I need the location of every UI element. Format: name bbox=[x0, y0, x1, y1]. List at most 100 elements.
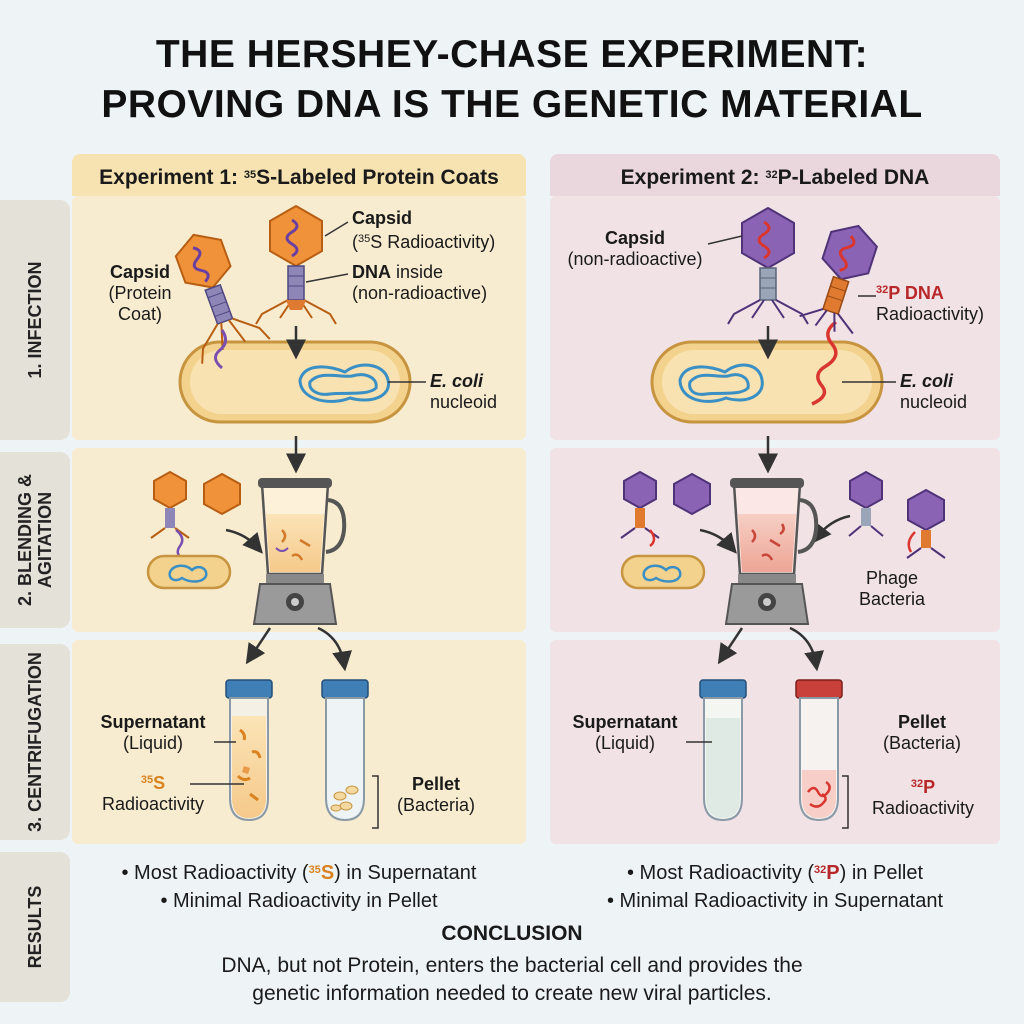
experiment-2-header: Experiment 2: 32P-Labeled DNA bbox=[550, 154, 1000, 196]
exp1-tube-supernatant bbox=[225, 679, 273, 822]
exp1-capsid-label: Capsid (35S Radioactivity) bbox=[352, 208, 495, 253]
exp2-dna-sub: Radioactivity) bbox=[876, 304, 985, 324]
exp1-radioactivity-text: Radioactivity bbox=[101, 794, 205, 814]
conclusion-line-2: genetic information needed to create new… bbox=[252, 982, 772, 1005]
exp2-ecoli-sub: nucleoid bbox=[900, 392, 968, 412]
exp1-pellet-label: Pellet (Bacteria) bbox=[388, 774, 484, 816]
exp1-capsid-sub-rest: S Radioactivity) bbox=[370, 232, 496, 252]
exp2-blending-label: Phage Bacteria bbox=[852, 568, 932, 610]
step-results-tab: RESULTS bbox=[0, 852, 70, 1002]
exp2-radioactivity-label: 32P Radioactivity bbox=[862, 774, 984, 819]
conclusion-line-1: DNA, but not Protein, enters the bacteri… bbox=[221, 954, 803, 977]
conclusion-body: DNA, but not Protein, enters the bacteri… bbox=[0, 952, 1024, 1008]
step-infection-tab: 1. INFECTION bbox=[0, 200, 70, 440]
exp2-capsid-leader bbox=[707, 235, 743, 245]
exp1-dna-leader bbox=[305, 273, 349, 283]
exp2-header-isotope: 32 bbox=[765, 169, 778, 181]
exp2-capsid-label: Capsid (non-radioactive) bbox=[560, 228, 710, 270]
exp2-small-bacterium bbox=[620, 554, 706, 590]
exp1-capsid-sub-iso: 35 bbox=[358, 233, 371, 245]
exp2-phage-top bbox=[727, 206, 809, 325]
exp1-capsid-title: Capsid bbox=[352, 208, 413, 228]
exp2-results-iso: 32 bbox=[814, 864, 827, 876]
exp2-split-arrow-left bbox=[717, 627, 744, 665]
exp1-capsid-left-sub2: Coat) bbox=[117, 304, 162, 324]
exp2-split-arrow-right bbox=[789, 626, 824, 672]
experiment-1-header: Experiment 1: 35S-Labeled Protein Coats bbox=[72, 154, 526, 196]
exp2-blending-phage: Phage bbox=[865, 568, 919, 588]
exp1-dna-rest: inside bbox=[391, 262, 444, 282]
exp1-tube-pellet bbox=[321, 679, 369, 822]
title-line-2: PROVING DNA IS THE GENETIC MATERIAL bbox=[101, 83, 923, 126]
exp1-results: • Most Radioactivity (35S) in Supernatan… bbox=[72, 856, 526, 915]
exp2-capsid-title: Capsid bbox=[604, 228, 665, 248]
exp1-results-line-2: • Minimal Radioactivity in Pellet bbox=[160, 890, 438, 912]
exp1-ecoli-title: E. coli bbox=[430, 371, 484, 391]
exp1-header-prefix: Experiment 1: bbox=[99, 166, 244, 189]
exp2-pellet-title: Pellet bbox=[897, 712, 947, 732]
exp1-blender bbox=[252, 478, 347, 625]
exp1-ecoli-label: E. coli nucleoid bbox=[430, 371, 497, 413]
exp2-dna-label: 32P DNA Radioactivity) bbox=[876, 280, 984, 325]
exp1-header-rest: S-Labeled Protein Coats bbox=[256, 166, 499, 189]
exp2-iso-num: 32 bbox=[910, 778, 924, 790]
exp1-capsid-leader bbox=[324, 221, 349, 237]
exp2-supernatant-title: Supernatant bbox=[572, 712, 678, 732]
step-blending-tab: 2. BLENDING &AGITATION bbox=[0, 452, 70, 628]
exp1-results-letter: S bbox=[320, 862, 335, 884]
exp1-results-line-1: • Most Radioactivity (35S) in Supernatan… bbox=[72, 856, 526, 887]
exp2-supernatant-label: Supernatant (Liquid) bbox=[564, 712, 686, 754]
exp1-supernatant-title: Supernatant bbox=[100, 712, 206, 732]
exp1-supernatant-sub: (Liquid) bbox=[122, 733, 184, 753]
exp1-radioactivity-label: 35S Radioactivity bbox=[92, 770, 214, 815]
exp1-header-isotope: 35 bbox=[243, 169, 257, 181]
exp2-ecoli-label: E. coli nucleoid bbox=[900, 371, 967, 413]
exp1-phage-top bbox=[255, 204, 337, 325]
exp1-dna-label: DNA inside (non-radioactive) bbox=[352, 262, 487, 304]
exp2-phage-right bbox=[799, 224, 878, 335]
exp2-ecoli-title: E. coli bbox=[900, 371, 954, 391]
exp2-blending-bacteria: Bacteria bbox=[858, 589, 926, 609]
exp1-results-1a: • Most Radioactivity ( bbox=[121, 862, 309, 884]
exp2-iso-letter: P bbox=[923, 777, 936, 797]
exp2-results-line-2: • Minimal Radioactivity in Supernatant bbox=[606, 890, 944, 912]
exp1-pellet-title: Pellet bbox=[411, 774, 461, 794]
exp1-capsid-left-title: Capsid bbox=[109, 262, 170, 282]
exp1-pellet-bracket bbox=[372, 775, 379, 829]
exp2-loose-phages-right bbox=[848, 470, 946, 559]
exp1-split-arrow-left bbox=[245, 627, 272, 665]
exp1-nucleoid bbox=[298, 363, 390, 403]
exp2-dna-title: P DNA bbox=[888, 283, 944, 303]
exp2-loose-phages-left bbox=[620, 470, 711, 547]
exp2-results-1a: • Most Radioactivity ( bbox=[626, 862, 815, 884]
exp2-capsid-sub: (non-radioactive) bbox=[567, 249, 703, 269]
exp1-supernatant-label: Supernatant (Liquid) bbox=[92, 712, 214, 754]
exp2-blend-in-arrow-right bbox=[811, 514, 851, 544]
exp2-pellet-sub: (Bacteria) bbox=[882, 733, 962, 753]
exp1-dna-sub: (non-radioactive) bbox=[352, 283, 488, 303]
title-line-1: THE HERSHEY-CHASE EXPERIMENT: bbox=[155, 33, 869, 76]
exp2-results-1b: ) in Pellet bbox=[839, 862, 924, 884]
exp1-centrifugation-panel bbox=[72, 640, 526, 844]
exp1-ecoli-sub: nucleoid bbox=[430, 392, 498, 412]
exp1-capsid-sub-open: ( bbox=[352, 232, 358, 252]
exp2-results-line-1: • Most Radioactivity (32P) in Pellet bbox=[550, 856, 1000, 887]
exp2-tube-pellet bbox=[795, 679, 843, 822]
exp1-phage-left bbox=[174, 233, 271, 364]
exp2-header-prefix: Experiment 2: bbox=[620, 166, 766, 189]
exp1-split-arrow-right bbox=[317, 626, 352, 672]
exp2-header-rest: P-Labeled DNA bbox=[777, 166, 930, 189]
exp1-pellet-sub: (Bacteria) bbox=[396, 795, 476, 815]
exp2-tube-supernatant bbox=[699, 679, 747, 822]
exp2-results: • Most Radioactivity (32P) in Pellet • M… bbox=[550, 856, 1000, 915]
exp2-radioactivity-text: Radioactivity bbox=[871, 798, 975, 818]
exp1-injected-dna bbox=[214, 329, 227, 370]
exp2-injected-dna bbox=[811, 320, 838, 406]
page-title: THE HERSHEY-CHASE EXPERIMENT: PROVING DN… bbox=[0, 30, 1024, 130]
exp2-pellet-label: Pellet (Bacteria) bbox=[876, 712, 968, 754]
exp1-results-iso: 35 bbox=[308, 864, 321, 876]
exp1-capsid-left-label: Capsid (Protein Coat) bbox=[100, 262, 180, 325]
exp1-loose-phages bbox=[150, 470, 241, 562]
exp1-small-bacterium bbox=[146, 554, 232, 590]
